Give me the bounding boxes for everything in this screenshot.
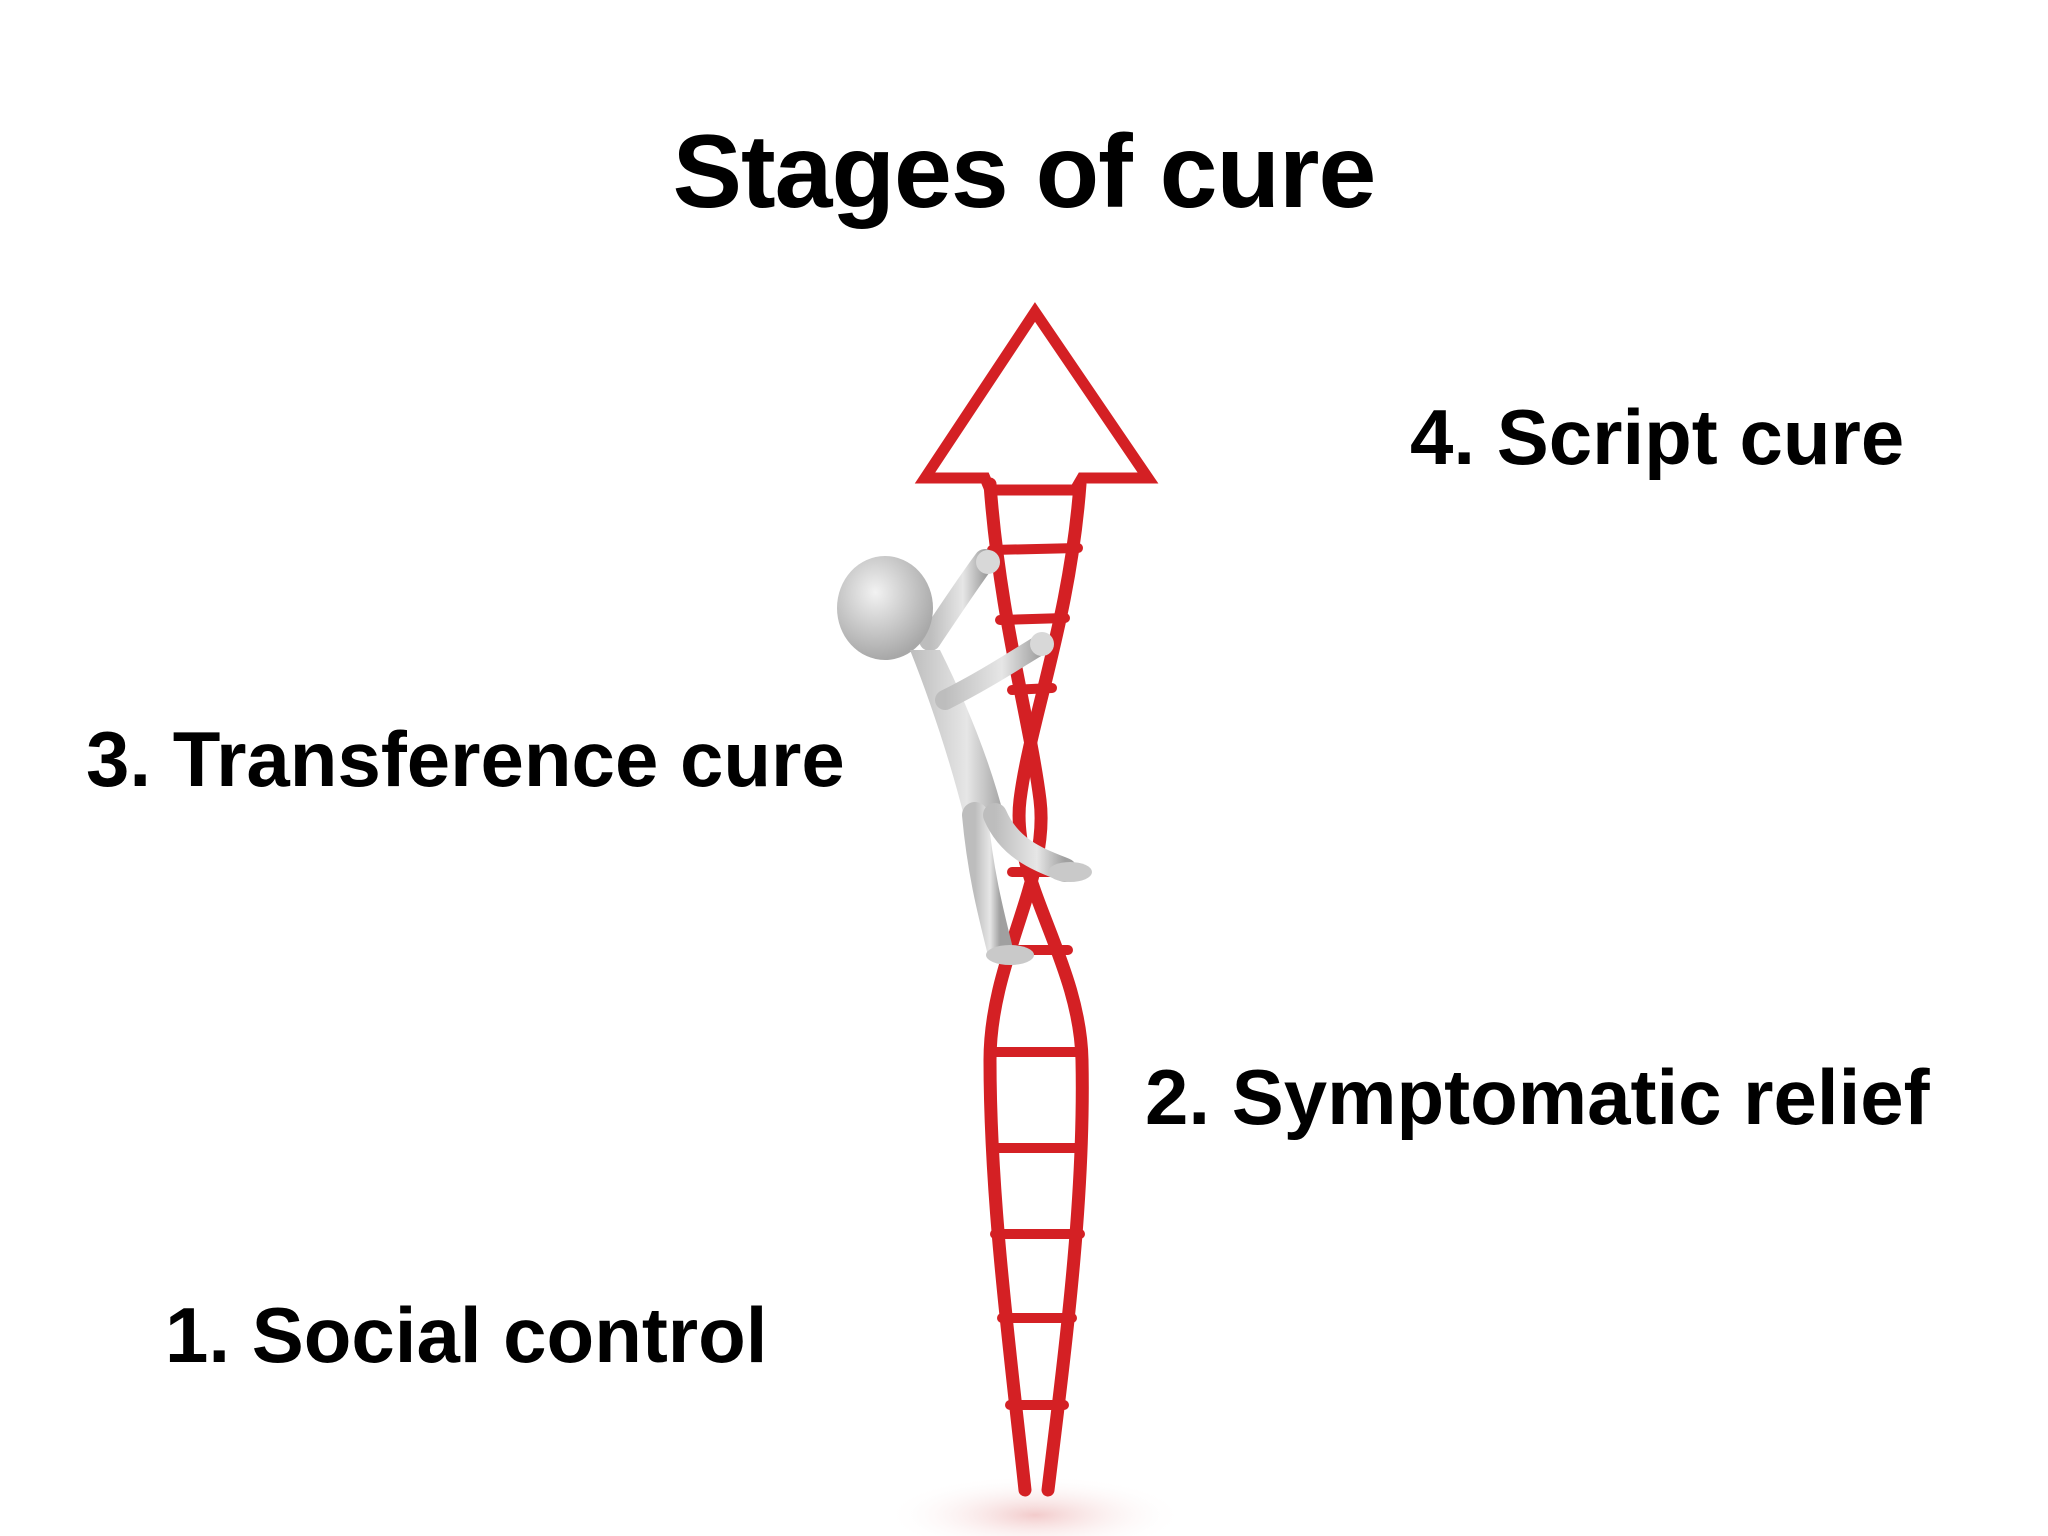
stage-label-social-control: 1. Social control: [165, 1291, 768, 1379]
ladder-rail-left: [983, 477, 1048, 1497]
floor-glow: [885, 1475, 1185, 1536]
figure-hand: [1030, 632, 1054, 656]
ladder-rung: [1007, 683, 1057, 695]
ladder-arrow-icon: [914, 302, 1159, 1497]
climbing-figure: [837, 549, 1092, 965]
stage-label-script-cure: 4. Script cure: [1410, 393, 1905, 481]
figure-leg-front: [983, 803, 1077, 882]
figure-foot: [986, 945, 1034, 965]
figure-torso: [910, 650, 1005, 820]
slide-title: Stages of cure: [672, 114, 1377, 230]
figure-leg-back: [962, 802, 1013, 963]
ladder-rail-right: [1012, 477, 1089, 1497]
stage-label-symptomatic-relief: 2. Symptomatic relief: [1145, 1053, 1930, 1141]
ladder-rung: [995, 613, 1070, 625]
ladder-rung: [987, 543, 1083, 555]
arrow-head: [914, 302, 1159, 496]
figure-arm-upper: [919, 549, 996, 651]
stage-label-transference-cure: 3. Transference cure: [86, 715, 845, 803]
figure-head: [837, 556, 933, 660]
figure-hand: [976, 550, 1000, 574]
figure-foot: [1048, 862, 1092, 882]
